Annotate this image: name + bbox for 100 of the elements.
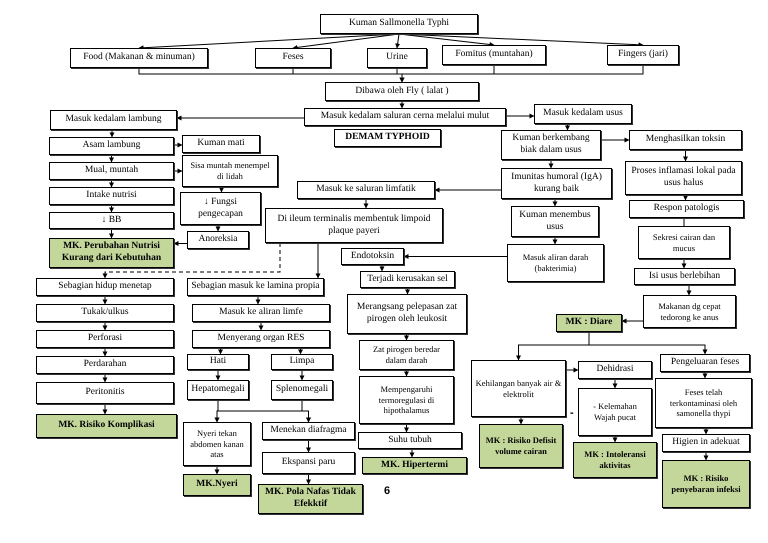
box-label: Menekan diafragma [270,425,347,437]
arrow [109,228,114,238]
process-box [36,304,174,322]
arrow [612,378,618,388]
process-box [347,294,467,334]
arrow [552,236,558,244]
arrow [404,254,508,259]
process-box [634,268,735,285]
process-box [187,278,324,296]
arrow [256,296,260,304]
box-label: Anoreksia [198,234,238,246]
process-box [192,304,330,322]
diagnosis-box [362,457,467,474]
box-label: Kuman Sallmonella Typhi [349,18,449,30]
arrow [306,440,311,452]
box-label: Suhu tubuh [388,434,432,446]
box-label: Fingers (jari) [618,49,668,61]
process-box [643,295,736,328]
arrow [216,370,220,380]
arrow [216,224,220,232]
box-label: ↓ BB [102,214,122,226]
box-label: MK. Risiko Komplikasi [58,420,155,432]
process-box [442,45,546,65]
box-label: Hati [210,356,226,368]
arrow [298,348,303,354]
arrow [506,114,534,118]
arrow [588,332,708,354]
process-box [271,354,333,370]
box-label: Limpa [290,356,314,368]
process-box [359,340,454,370]
box-label: Di ileum terminalis membentuk limpoid plaque payeri [276,214,432,238]
arrow [102,374,108,382]
box-label: Perforasi [88,333,122,345]
arrow [518,416,524,424]
arrow [686,284,692,296]
process-box [511,206,599,237]
process-box [367,48,427,68]
box-label: Sekresi cairan dan mucus [652,232,716,254]
box-label: MK : Risiko Defisit volume cairan [484,435,558,457]
arrow [434,188,502,192]
diagnosis-box [36,414,177,438]
arrow [364,198,368,208]
process-box [180,192,261,225]
arrow [214,466,220,474]
box-label: Kuman mati [197,138,245,150]
arrow [404,424,409,432]
box-label: Merangsang pelepasan zat pirogen oleh leukosit [356,302,458,326]
process-box [629,130,742,150]
process-box [297,181,435,199]
arrow [102,322,108,330]
diagnosis-box [662,460,750,508]
box-label: Splenomegali [276,384,328,396]
box-label: Perdarahan [84,359,126,371]
box-label: Proses inflamasi lokal pada usus halus [630,166,737,190]
arrow [612,436,618,442]
arrow [102,404,108,414]
process-box [534,104,632,124]
process-box [187,380,249,400]
box-label: Masuk ke aliran limfe [219,307,303,319]
arrow [258,322,264,330]
box-label: Sebagian masuk ke lamina propia [191,281,320,293]
process-box [49,137,174,155]
arrow [109,204,114,212]
process-box [655,378,752,428]
box-label: Masuk kedalam saluran cerna melalui mulut [320,111,490,123]
arrow [110,130,114,138]
box-label: Mempengaruhi termoregulasi di hipothalamus [378,384,436,416]
process-box [334,129,441,147]
arrow [302,400,311,422]
process-box [625,161,742,195]
process-box [501,130,601,160]
diagnosis-box [556,314,622,332]
process-box [325,82,479,101]
box-label: Masuk aliran darah (bakterimia) [522,252,590,274]
arrow [683,150,688,162]
box-label: Dibawa oleh Fly ( lalat ) [355,86,449,98]
process-box [36,330,174,348]
box-label: Feses telah terkontaminasi oleh samonella thypi [668,387,738,419]
box-label: Isi usus berlebihan [648,270,720,282]
box-label: Masuk kedalam lambung [65,114,162,126]
box-label: Masuk ke saluran limfatik [316,184,416,196]
arrow [109,154,114,162]
box-label: - Kelemahan Wajah pucat [592,401,638,423]
box-label: Fomitus (muntahan) [455,49,533,61]
process-box [501,168,612,199]
process-box [182,135,260,153]
arrow [109,180,114,188]
diagnosis-box [258,484,363,514]
process-box [320,14,478,34]
process-box [49,187,174,205]
process-box [49,162,174,180]
arrow [704,452,708,460]
box-label: Nyeri tekan abdomen kanan atas [189,428,245,460]
process-box [192,330,330,348]
arrow [218,348,223,354]
diagnosis-box [183,474,251,496]
process-box [358,432,462,449]
process-box [629,200,744,218]
box-label: Higien in adekuat [672,437,740,449]
process-box [578,361,652,379]
